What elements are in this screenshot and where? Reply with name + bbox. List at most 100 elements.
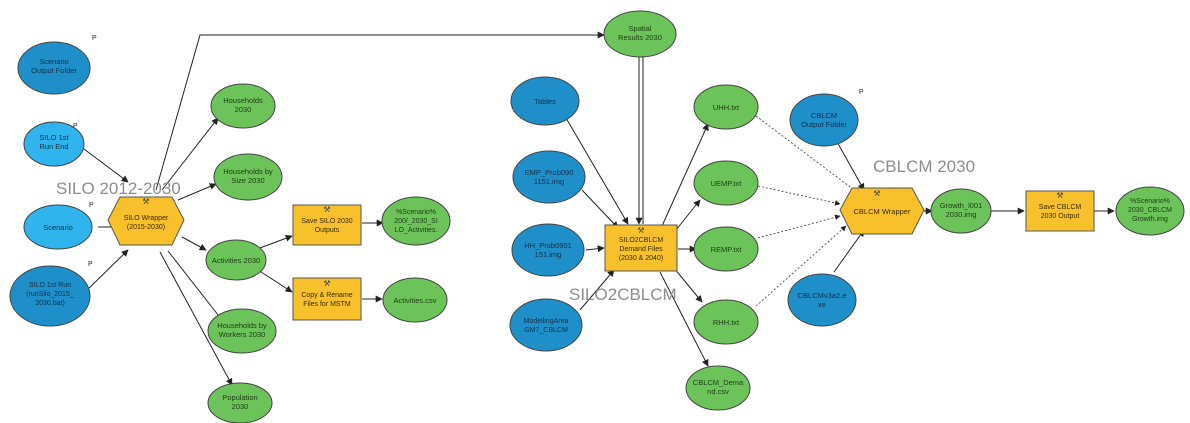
edge-wrapper-to-population — [159, 251, 233, 386]
silo-1st-run-node[interactable]: SILO 1st Run(runSilo_2015_2030.bat) — [9, 265, 91, 327]
edge-tables-to-silo2cblcm — [565, 117, 629, 225]
edge-cblcm-folder-to-wrapper — [835, 139, 865, 191]
edge-silo2cblcm-to-rhh — [673, 267, 703, 303]
group-label-cblcm: CBLCM 2030 — [873, 157, 975, 176]
cblcm-wrapper-tool[interactable]: CBLCM Wrapper ⚒ — [839, 187, 925, 235]
svg-text:SILO 1st Run(runSilo_2015_2030: SILO 1st Run(runSilo_2015_2030.bat) — [26, 282, 74, 307]
tool-hammer-icon: ⚒ — [323, 279, 330, 288]
edge-remp-to-cblcm — [757, 214, 841, 239]
cblcm-wrapper-label: CBLCM Wrapper — [854, 207, 911, 216]
svg-text:%Scenario%200/_2030_SILO_Activ: %Scenario%200/_2030_SILO_Activities. — [394, 209, 438, 234]
param-marker: P — [89, 202, 94, 209]
edge-rhh-to-cblcm — [755, 225, 847, 307]
edge-silo2cblcm-to-demand — [659, 271, 709, 367]
tool-hammer-icon: ⚒ — [1056, 191, 1063, 200]
edge-wrapper-to-households — [161, 117, 219, 191]
rhh-node[interactable]: RHH.txt — [693, 299, 759, 345]
activities-csv-node[interactable]: Activities.csv — [382, 277, 448, 323]
param-marker: P — [92, 35, 97, 42]
edge-activities-to-copy — [257, 269, 293, 293]
tool-hammer-icon: ⚒ — [323, 205, 330, 214]
edge-silo2cblcm-to-uhh — [661, 123, 709, 227]
remp-label: REMP.txt — [711, 245, 743, 254]
cblcm-connectors — [833, 139, 1115, 273]
edge-wrapper-to-activities — [181, 236, 207, 251]
svg-text:CBLCMv3a2.exe: CBLCMv3a2.exe — [798, 291, 847, 309]
activities-2030-node[interactable]: Activities 2030 — [205, 239, 267, 281]
edge-wrapper-to-spatial-results — [155, 31, 605, 191]
edge-wrapper-to-households-workers — [167, 250, 223, 321]
uemp-label: UEMP.txt — [711, 179, 743, 188]
remp-node[interactable]: REMP.txt — [693, 226, 759, 272]
edge-modelling-to-silo2cblcm — [579, 269, 615, 311]
group-label-silo2cblcm: SILO2CBLCM — [569, 285, 677, 304]
silo-wrapper-tool[interactable]: SILO Wrapper(2015-2030) ⚒ — [107, 196, 185, 246]
tables-node[interactable]: Tables — [510, 76, 580, 126]
connectors — [79, 31, 709, 386]
scenario-label: Scenario — [43, 223, 73, 232]
svg-text:CBLCM_Demand.csv: CBLCM_Demand.csv — [693, 378, 744, 396]
edge-uemp-to-cblcm — [757, 185, 841, 206]
tool-hammer-icon: ⚒ — [873, 189, 880, 198]
group-label-silo: SILO 2012-2030 — [56, 179, 181, 198]
rhh-label: RHH.txt — [713, 318, 740, 327]
uemp-node[interactable]: UEMP.txt — [693, 160, 759, 206]
param-marker: P — [859, 89, 864, 96]
edge-silo-1st-run-end-to-wrapper — [79, 145, 129, 183]
edge-cblcm-exe-to-wrapper — [833, 229, 865, 273]
tool-hammer-icon: ⚒ — [637, 226, 644, 235]
dotted-connectors — [755, 115, 863, 307]
activities-csv-label: Activities.csv — [394, 296, 437, 305]
param-marker: P — [88, 261, 93, 268]
tables-label: Tables — [534, 97, 556, 106]
edge-activities-to-save — [259, 234, 293, 249]
edge-silo-1st-run-to-wrapper — [84, 249, 129, 293]
activities-2030-label: Activities 2030 — [212, 256, 260, 265]
tool-hammer-icon: ⚒ — [142, 197, 149, 206]
param-marker: P — [73, 123, 78, 130]
uhh-label: UHH.txt — [713, 103, 740, 112]
uhh-node[interactable]: UHH.txt — [693, 84, 759, 130]
edge-wrapper-to-households-size — [177, 183, 217, 201]
scenario-node[interactable]: Scenario — [23, 204, 93, 250]
svg-text:SILO Wrapper(2015-2030): SILO Wrapper(2015-2030) — [124, 215, 169, 231]
